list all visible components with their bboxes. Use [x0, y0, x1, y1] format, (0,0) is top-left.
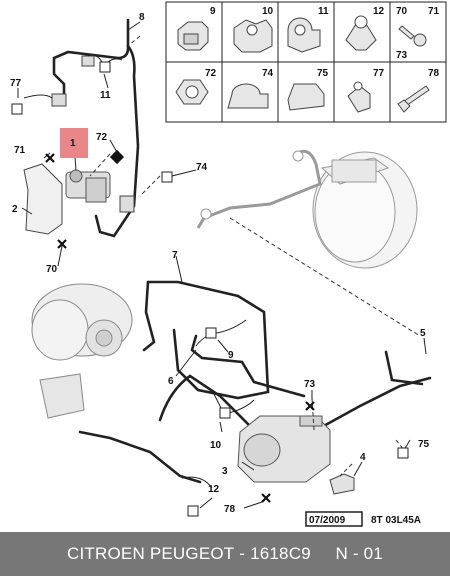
callout-10: 10 [210, 440, 222, 451]
callout-squares [11, 61, 409, 517]
callout-7: 7 [172, 250, 178, 261]
footer-part-number: 1618C9 [250, 544, 311, 563]
footer-separator: - [234, 544, 251, 563]
clip-4 [329, 473, 355, 495]
legend-number-73: 73 [396, 50, 408, 61]
legend-number-11: 11 [318, 6, 329, 17]
callout-75: 75 [418, 439, 430, 450]
callout-77: 77 [10, 78, 22, 89]
callout-11: 11 [100, 90, 111, 101]
reference-date: 07/2009 [309, 515, 346, 526]
callout-74: 74 [196, 162, 208, 173]
callout-71: 71 [14, 145, 26, 156]
legend-number-74: 74 [262, 68, 274, 79]
callout-72: 72 [96, 132, 108, 143]
callout-73: 73 [304, 379, 316, 390]
brake-booster [312, 151, 418, 269]
legend-number-70: 70 [396, 6, 408, 17]
footer-bar: CITROEN PEUGEOT - 1618C9 N - 01 [0, 532, 450, 576]
marker-72 [109, 149, 125, 165]
clip-77 [51, 93, 67, 107]
bracket [23, 163, 63, 235]
callout-5: 5 [420, 328, 426, 339]
footer-brand: CITROEN PEUGEOT [67, 544, 235, 563]
booster-vacuum-line [196, 149, 322, 229]
callout-70: 70 [46, 264, 58, 275]
solenoid-valve [65, 169, 111, 203]
callout-9: 9 [228, 350, 234, 361]
clip-11 [81, 55, 95, 67]
callout-78: 78 [224, 504, 236, 515]
legend-number-10: 10 [262, 6, 274, 17]
cross-markers [45, 153, 315, 503]
callout-1: 1 [70, 138, 76, 149]
legend-number-78: 78 [428, 68, 440, 79]
callout-6: 6 [168, 376, 174, 387]
legend-number-77: 77 [373, 68, 385, 79]
callout-4: 4 [360, 452, 366, 463]
legend-number-12: 12 [373, 6, 385, 17]
reference-date-box [305, 511, 363, 527]
parts-diagram: 9 10 11 12 70 71 73 72 74 75 77 78 [10, 1, 447, 527]
callout-2: 2 [12, 204, 18, 215]
footer-spacer [311, 544, 336, 564]
turbocharger [31, 283, 133, 419]
footer-position: N - 01 [335, 544, 383, 563]
callout-8: 8 [139, 12, 145, 23]
vacuum-pipes [52, 18, 432, 484]
clip-74 [119, 195, 135, 213]
callout-3: 3 [222, 466, 228, 477]
reference-code: 8T 03L45A [371, 515, 421, 526]
legend-number-9: 9 [210, 6, 216, 17]
legend-number-72: 72 [205, 68, 217, 79]
callout-12: 12 [208, 484, 220, 495]
legend-number-71: 71 [428, 6, 440, 17]
legend-icons [175, 15, 430, 113]
legend-number-75: 75 [317, 68, 329, 79]
vacuum-reservoir [237, 415, 331, 483]
highlight-callout-1 [60, 128, 88, 158]
